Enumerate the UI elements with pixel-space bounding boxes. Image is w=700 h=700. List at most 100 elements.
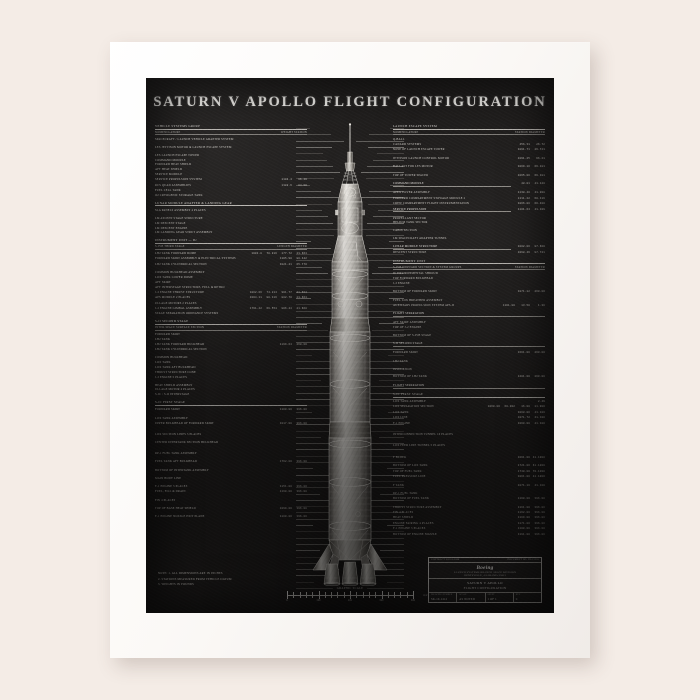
annotation-value: 87.721 xyxy=(534,251,545,255)
annotation-value: 1060.00 xyxy=(517,421,530,425)
annotation-label: FUEL, FILL & DRAIN xyxy=(155,489,186,494)
annotation-label: F-1 ENGINE NOZZLE EXIT PLANE xyxy=(155,514,205,519)
annotation-value: 74.214 xyxy=(266,291,277,294)
annotation-value: 1002.66 xyxy=(249,291,262,294)
annotation-value: 396.00 xyxy=(296,515,307,519)
scale-tick-label: 400 xyxy=(410,598,416,602)
annotation-row: J-2 ENGINE 5 PLACES xyxy=(155,375,307,380)
annotation-value: 1191.00 xyxy=(517,532,530,536)
annotation-value: 1169.00 xyxy=(517,516,530,520)
annotation-value: 66.181 xyxy=(534,173,545,177)
saturn-v-rocket-diagram xyxy=(307,122,393,595)
annotation-row: LOX FEED LINE TUNNEL 5 PLACES xyxy=(393,443,545,448)
field-value: 1 OF 1 xyxy=(487,596,497,601)
annotation-row: BOTTOM OF INTERTANK ASSEMBLY xyxy=(155,468,307,473)
annotation-label: STAGE SEPARATION ORDNANCE SYSTEMS xyxy=(155,311,219,316)
annotation-value: 1171.00 xyxy=(517,521,530,525)
annotation-value: 396.00 xyxy=(296,484,307,488)
annotation-row: O2 CRYOGENIC STORAGE TANK xyxy=(155,193,307,198)
annotation-label: S-IC / S-II INTERSTAGE xyxy=(155,392,190,397)
scale-tick-minor xyxy=(305,592,307,598)
annotation-label: LOX TANK ASSEMBLY xyxy=(393,398,427,403)
annotation-label: BOTTOM OF S-IVB STAGE xyxy=(393,333,432,337)
annotation-value: 65.770 xyxy=(296,262,307,266)
annotation-value: 1762.00 xyxy=(279,460,292,464)
annotation-value: 1082.00 xyxy=(517,245,530,249)
annotation-value: 1065.00 xyxy=(517,173,530,177)
scale-tick-minor xyxy=(400,592,402,598)
annotation-label: SERVICE PROPULSION xyxy=(393,207,511,213)
scale-tick-minor xyxy=(368,592,370,598)
page-title: SATURN V APOLLO FLIGHT CONFIGURATION xyxy=(153,94,547,110)
annotation-value: 396.00 xyxy=(296,490,307,494)
annotation-label: NOSE OF LAUNCH ESCAPE TOWER xyxy=(393,147,445,152)
section-header: VEHICLE SYSTEMS GROUP xyxy=(155,124,307,130)
scale-tick-minor xyxy=(299,592,301,598)
annotation-label: O2 CRYOGENIC STORAGE TANK xyxy=(155,192,203,197)
annotation-value: 1101.64 xyxy=(517,207,530,211)
annotation-value: 16.00 xyxy=(521,405,530,409)
annotation-label: LOX TANK xyxy=(393,409,409,414)
annotation-value: 396.00 xyxy=(534,527,545,531)
annotation-value: 66.181 xyxy=(534,165,545,169)
contract-number: CONTRACT NAS 8-5608 xyxy=(431,558,460,561)
annotation-value: 41.100 xyxy=(534,416,545,420)
annotation-row: FIN 4 PLACES xyxy=(155,498,307,503)
annotation-value: 1069.10 xyxy=(517,165,530,169)
annotation-value: 13.50 xyxy=(521,303,530,307)
annotation-label: BOTTOM OF LOX TANK xyxy=(393,463,428,468)
annotation-row: TOP OF TOWER SPACER 1065.00 66.181 xyxy=(393,173,545,178)
annotation-value: 1105.90 xyxy=(279,257,292,261)
annotation-value: 396.00 xyxy=(296,460,307,464)
annotation-value: 396.00 xyxy=(534,532,545,536)
annotation-label: LOX FEED LINE TUNNEL 5 PLACES xyxy=(393,443,446,448)
annotation-label: J-2 ENGINE THRUST STRUCTURE xyxy=(155,290,205,294)
annotation-value: 1161.00 xyxy=(517,505,530,509)
annotation-value: 1111.22 xyxy=(517,196,530,200)
annotation-label: J-2 ENGINE xyxy=(393,281,410,286)
annotation-row: CENTER INTERTANK SECTION BULKHEAD xyxy=(155,440,307,445)
annotation-value: 86.20 xyxy=(298,178,307,182)
annotation-label: TOP OF TOWER SPACER xyxy=(393,172,429,177)
annotation-label: JETTISON LAUNCH CONTROL MOTOR xyxy=(393,155,450,160)
annotation-label: LM SPACECRAFT ADAPTER TUNNEL xyxy=(393,236,447,241)
annotation-label: BOTTOM OF FUEL TANK xyxy=(393,495,430,500)
field-value: SK-10-1412 xyxy=(431,596,448,601)
scale-tick-minor xyxy=(293,592,295,598)
annotation-label: LOX LINE xyxy=(393,415,408,420)
annotation-value: 1104.4 xyxy=(281,178,292,182)
annotation-label: AUXILIARY PROPULSION SYSTEM APS-II xyxy=(393,302,455,307)
annotation-value: 1071.12 xyxy=(517,290,530,294)
annotation-value: 1066.00 xyxy=(517,202,530,206)
section-header: INSTRUMENT UNIT — IU xyxy=(155,238,307,244)
annotation-row: LOX SUCTION LINES 5 PLACES xyxy=(155,432,307,437)
annotation-label: CREW COMPARTMENT FLIGHT INSTRUMENTATION xyxy=(393,201,470,206)
annotation-value: 260.00 xyxy=(534,290,545,294)
annotation-value: 41.1000 xyxy=(532,474,545,478)
annotation-row: HELIUM TANK SECTOR xyxy=(393,220,545,225)
annotation-row: BOTTOM OF S-IVB STAGE xyxy=(393,333,545,338)
annotation-label: SERVICE PROPULSION SYSTEM xyxy=(155,177,202,182)
annotation-value: 1021.41 xyxy=(279,262,292,266)
annotation-value: 1100.00 xyxy=(279,408,292,412)
